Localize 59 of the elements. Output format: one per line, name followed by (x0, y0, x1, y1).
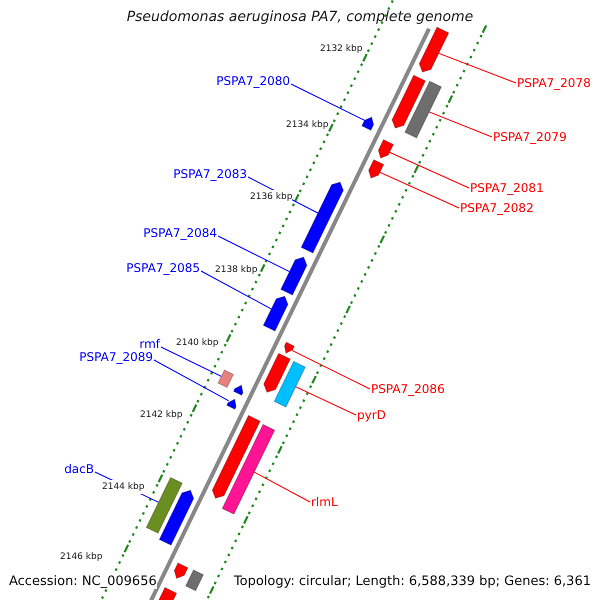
gene-label: PSPA7_2082 (460, 201, 534, 215)
leader-line (290, 84, 366, 121)
leader-line (379, 172, 460, 208)
gene-label: PSPA7_2089 (79, 350, 153, 364)
gene-feature (378, 139, 394, 159)
gene-feature (174, 562, 189, 580)
gene-feature (185, 569, 204, 592)
position-label: 2132 kbp (320, 42, 362, 56)
gene-label: PSPA7_2080 (216, 74, 290, 88)
leader-line (295, 386, 356, 416)
gene-label: PSPA7_2084 (143, 226, 217, 240)
position-label: 2138 kbp (215, 263, 258, 277)
leader-line (218, 236, 290, 272)
leader-line (438, 52, 516, 84)
position-label: 2140 kbp (176, 336, 218, 350)
gene-label: pyrD (357, 408, 386, 422)
position-label: 2134 kbp (286, 118, 328, 132)
gene-feature (158, 490, 194, 546)
position-label: 2142 kbp (140, 408, 182, 422)
accession-text: Accession: NC_009656 (9, 575, 157, 589)
gene-feature (404, 80, 442, 139)
leader-line (154, 360, 230, 402)
position-label: 2146 kbp (60, 550, 102, 564)
position-label: 2144 kbp (102, 480, 144, 494)
gene-feature (284, 342, 296, 354)
gene-label: PSPA7_2079 (493, 130, 567, 144)
title: Pseudomonas aeruginosa PA7, complete genome (126, 10, 474, 24)
leader-line (200, 270, 272, 310)
gene-label: PSPA7_2085 (126, 261, 200, 275)
gene-feature (226, 398, 237, 410)
gene-label: rlmL (311, 495, 338, 509)
gene-feature (274, 360, 306, 408)
gene-feature (146, 476, 183, 534)
gene-feature (232, 384, 244, 396)
leader-line (254, 472, 310, 502)
gene-label: dacB (64, 462, 94, 476)
leader-line (292, 350, 370, 390)
gene-feature (361, 116, 374, 131)
gene-feature (263, 352, 291, 393)
gene-feature (368, 159, 384, 179)
gene-feature (222, 424, 276, 515)
gene-label: PSPA7_2078 (517, 76, 591, 90)
leader-line (160, 346, 222, 377)
gene-feature (156, 586, 178, 600)
gene-feature (280, 256, 308, 296)
gene-feature (418, 26, 450, 73)
position-label: 2136 kbp (250, 190, 292, 204)
gene-label: PSPA7_2081 (470, 181, 544, 195)
leader-line (428, 111, 492, 138)
genome-info-text: Topology: circular; Length: 6,588,339 bp; Genes: 6,361 (234, 575, 591, 589)
gene-feature (300, 182, 344, 254)
gene-feature (217, 369, 234, 388)
gene-label: rmf (139, 337, 160, 351)
gene-label: PSPA7_2086 (371, 382, 445, 396)
gene-label: PSPA7_2083 (173, 167, 247, 181)
leader-line (389, 152, 470, 188)
gene-feature (391, 74, 426, 129)
gene-feature (212, 414, 261, 499)
gene-feature (262, 296, 288, 332)
